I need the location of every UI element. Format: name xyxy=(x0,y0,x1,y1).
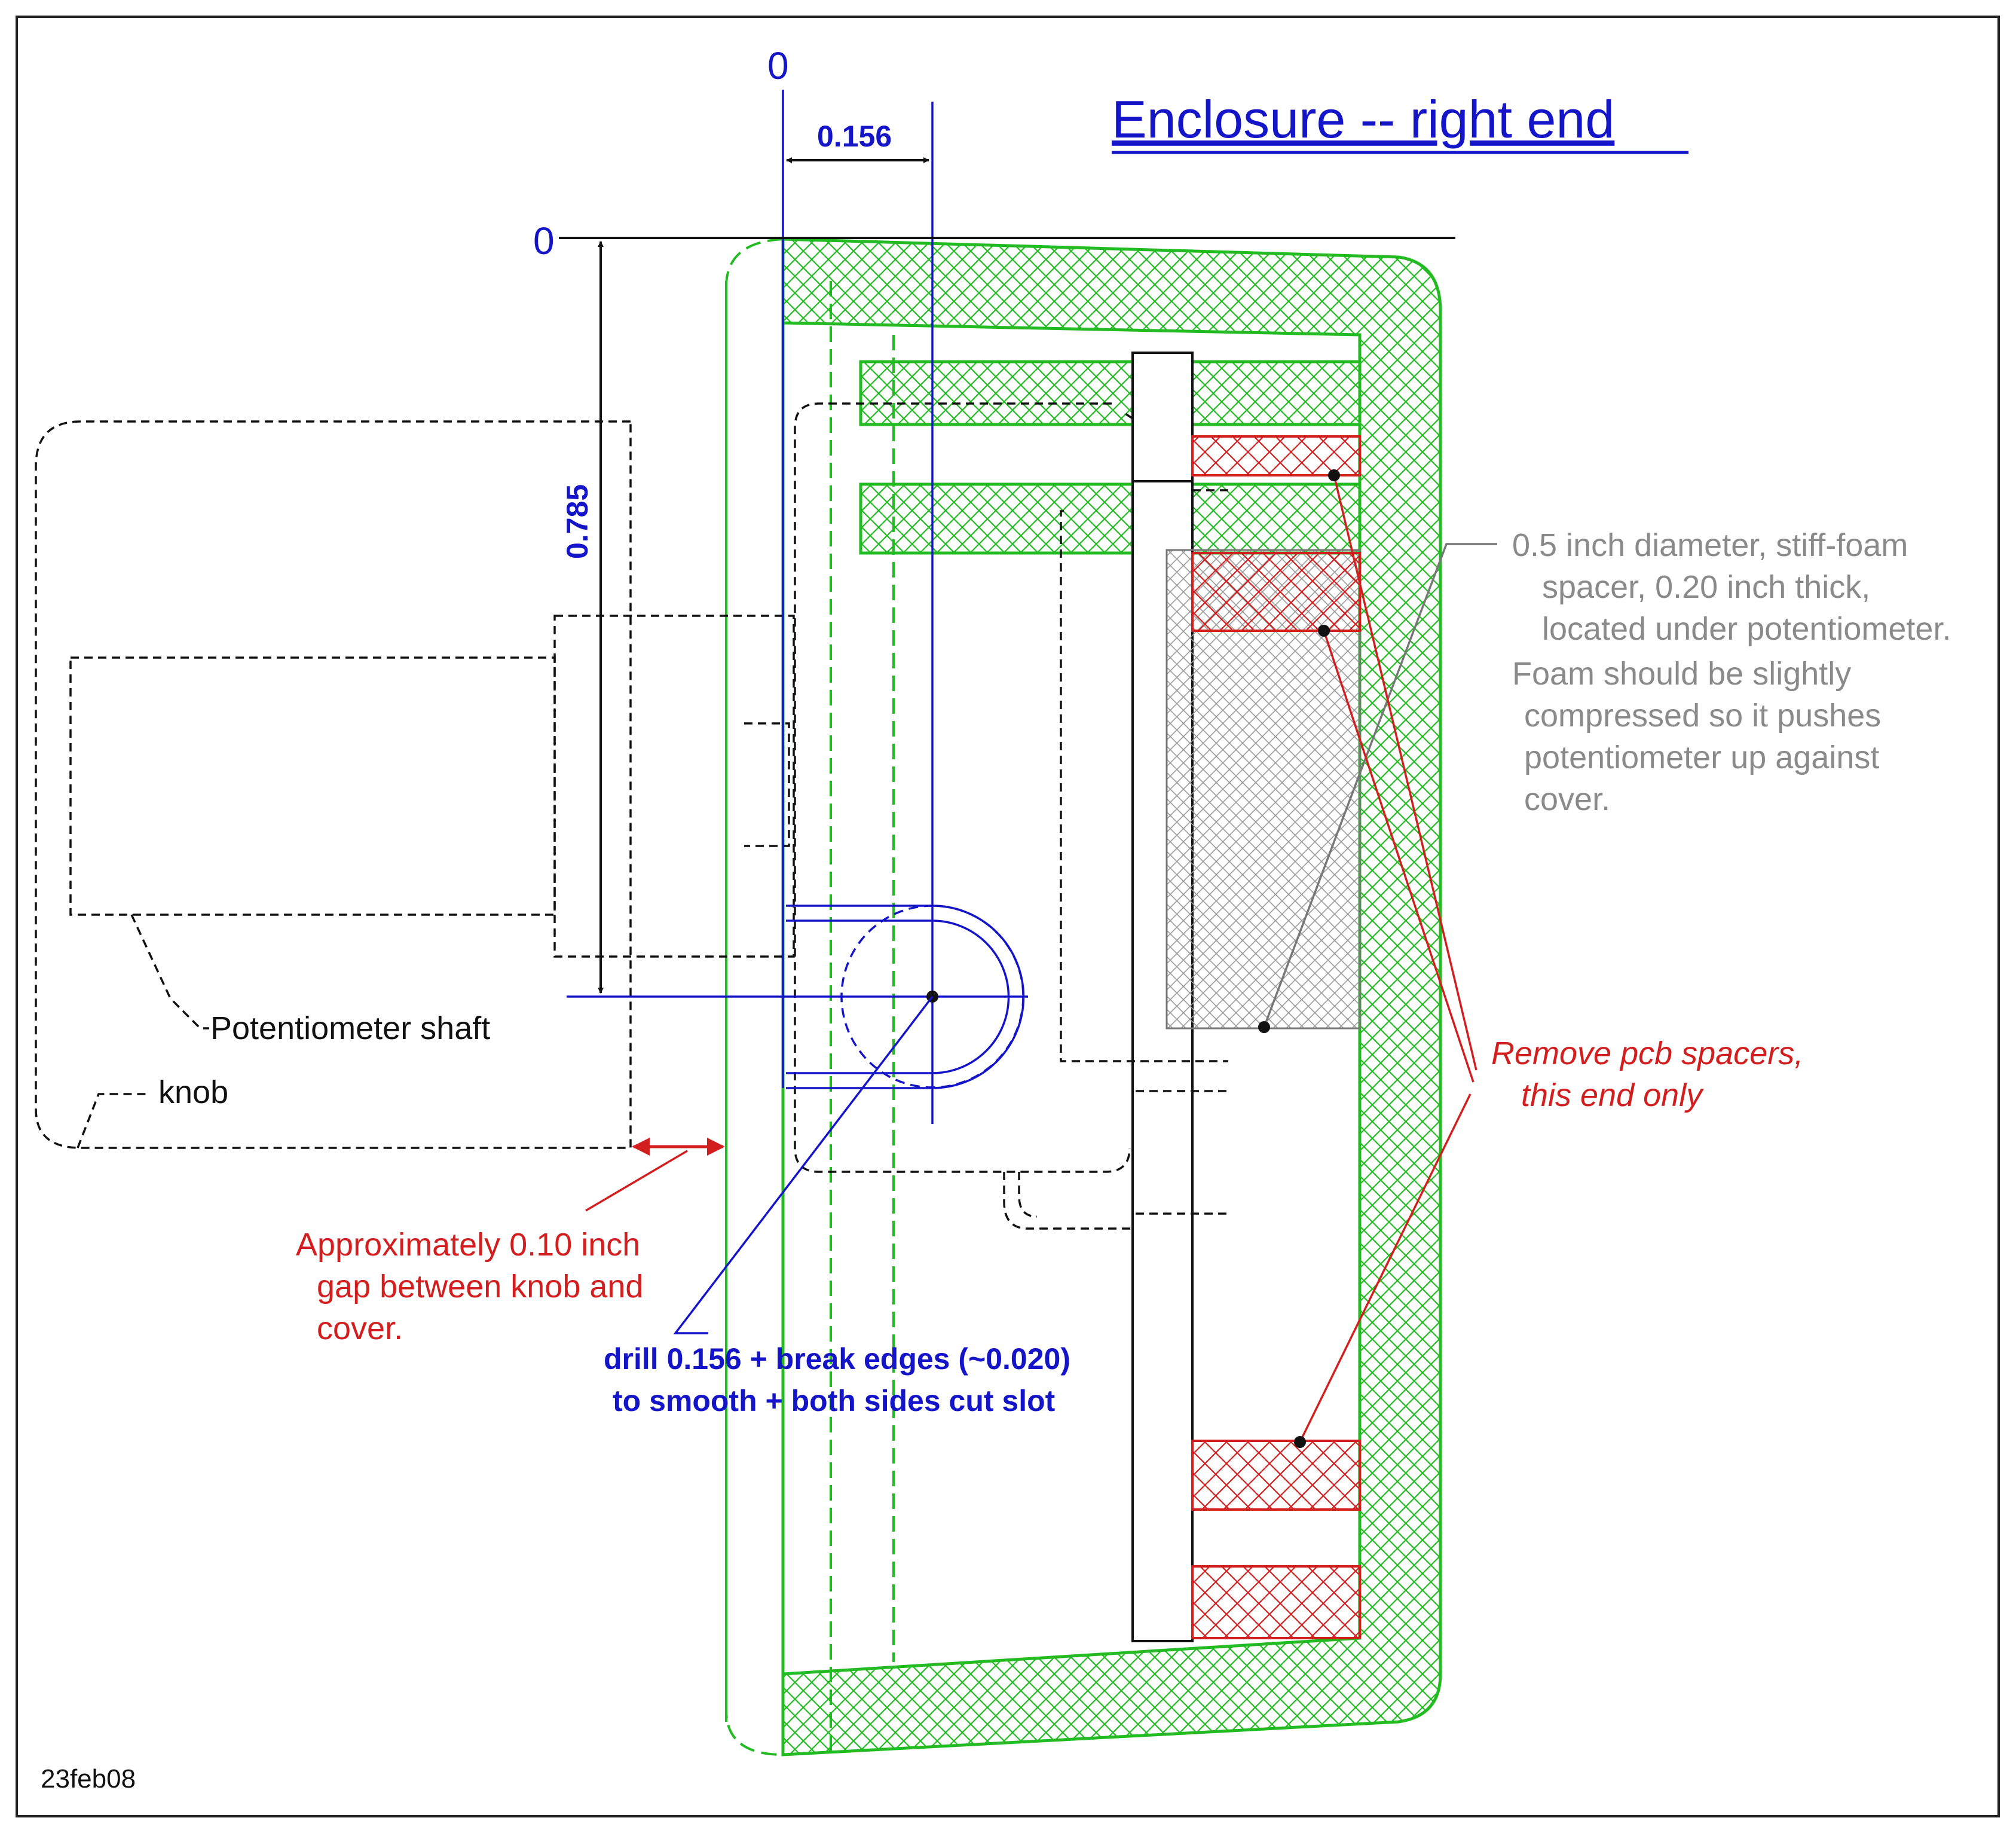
dim-0785-label: 0.785 xyxy=(561,484,594,559)
foam-note-line: compressed so it pushes xyxy=(1524,698,1881,734)
remove-note-line: Remove pcb spacers, xyxy=(1491,1035,1803,1071)
datum-x-zero: 0 xyxy=(767,44,789,87)
gap-note-line: Approximately 0.10 inch xyxy=(296,1227,640,1263)
gap-note-line: gap between knob and xyxy=(317,1269,643,1305)
foam-note-line: 0.5 inch diameter, stiff-foam xyxy=(1512,527,1908,563)
foam-spacer-note: 0.5 inch diameter, stiff-foam spacer, 0.… xyxy=(1512,527,1951,817)
enclosure-shell xyxy=(725,237,1442,1756)
foam-note-line: potentiometer up against xyxy=(1524,740,1879,775)
foam-note-line: spacer, 0.20 inch thick, xyxy=(1542,569,1870,605)
gap-note: Approximately 0.10 inch gap between knob… xyxy=(296,1227,643,1346)
dim-0156-label: 0.156 xyxy=(817,120,892,153)
potentiometer-body xyxy=(744,402,1228,1230)
knob-outline xyxy=(35,420,632,1149)
drill-note-line: to smooth + both sides cut slot xyxy=(613,1384,1056,1417)
foam-note-line: cover. xyxy=(1524,781,1610,817)
potentiometer-shaft xyxy=(69,615,795,958)
potentiometer-shaft-label: Potentiometer shaft xyxy=(210,1010,490,1046)
foam-note-line: Foam should be slightly xyxy=(1512,656,1851,692)
foam-note-line: located under potentiometer. xyxy=(1542,611,1951,647)
remove-spacers-note: Remove pcb spacers, this end only xyxy=(1491,1035,1803,1113)
leader-lines xyxy=(77,475,1497,1443)
drill-note: drill 0.156 + break edges (~0.020) to sm… xyxy=(604,1342,1070,1417)
date-stamp: 23feb08 xyxy=(41,1764,136,1794)
remove-note-line: this end only xyxy=(1521,1077,1704,1113)
page-frame xyxy=(16,16,2000,1817)
leader-dots xyxy=(1258,469,1340,1448)
centerlines xyxy=(567,90,1028,1124)
drill-note-line: drill 0.156 + break edges (~0.020) xyxy=(604,1342,1070,1376)
drawing-title: Enclosure -- right end xyxy=(1112,90,1614,149)
gap-note-line: cover. xyxy=(317,1310,403,1346)
datum-y-zero: 0 xyxy=(533,219,555,262)
pcb-spacers xyxy=(1191,435,1361,1639)
potentiometer-bracket xyxy=(859,360,1362,555)
knob-label: knob xyxy=(158,1074,228,1110)
